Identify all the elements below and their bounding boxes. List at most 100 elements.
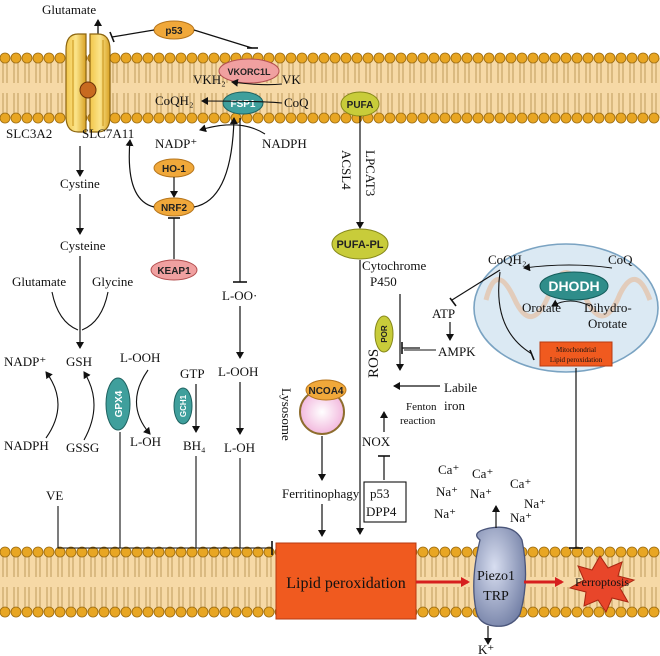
lipid-head <box>87 546 99 558</box>
lipid-head <box>450 52 462 64</box>
lipid-head <box>450 606 462 618</box>
slc-transporter <box>65 33 111 133</box>
piezo1-trp-channel <box>473 526 527 627</box>
lipid-head <box>142 606 154 618</box>
lipid-head <box>54 112 66 124</box>
lipid-head <box>0 606 11 618</box>
pufa-pl-pill <box>331 228 389 260</box>
label-l-ooh-left: L-OOH <box>120 350 160 365</box>
lipid-head <box>230 606 242 618</box>
lipid-head <box>637 606 649 618</box>
lipid-head <box>417 112 429 124</box>
lipid-head <box>461 112 473 124</box>
lipid-head <box>428 52 440 64</box>
lipid-head <box>626 546 638 558</box>
lipid-head <box>197 546 209 558</box>
lipid-head <box>197 112 209 124</box>
lipid-head <box>626 112 638 124</box>
lipid-head <box>582 606 594 618</box>
lipid-head <box>593 606 605 618</box>
label-gch1: GCH1 <box>179 394 188 417</box>
inhibit-p53-vkorc1l <box>193 29 253 49</box>
lipid-head <box>197 52 209 64</box>
lipid-head <box>483 52 495 64</box>
lipid-head <box>648 606 660 618</box>
lipid-head <box>593 112 605 124</box>
label-fenton: Fenton <box>406 401 437 413</box>
label-cytochrome: Cytochrome <box>362 258 426 273</box>
lipid-head <box>560 606 572 618</box>
label-p53-box: p53 <box>370 486 390 501</box>
label-glycine: Glycine <box>92 274 133 289</box>
lipid-head <box>153 112 165 124</box>
lipid-head <box>153 52 165 64</box>
label-piezo1: Piezo1 <box>477 569 515 584</box>
lipid-head <box>549 52 561 64</box>
lipid-head <box>461 546 473 558</box>
lipid-head <box>131 52 143 64</box>
label-lpcat3: LPCAT3 <box>363 150 378 196</box>
lipid-head <box>406 112 418 124</box>
label-mito-perox-1: Mitochondrial <box>556 346 596 354</box>
inhibit-p53-slc7a11 <box>111 29 155 38</box>
lipid-head <box>428 112 440 124</box>
lipid-head <box>439 546 451 558</box>
lipid-head <box>516 52 528 64</box>
lipid-head <box>175 52 187 64</box>
lipid-head <box>527 546 539 558</box>
lipid-head <box>98 546 110 558</box>
dhodh-pill <box>539 271 609 301</box>
lipid-head <box>428 606 440 618</box>
label-orotate2: Orotate <box>588 316 627 331</box>
label-ion-ca1: Ca⁺ <box>438 462 459 477</box>
lipid-head <box>648 52 660 64</box>
lipid-head <box>109 112 121 124</box>
lipid-head <box>87 606 99 618</box>
label-iron: iron <box>444 398 465 413</box>
lipid-head <box>417 52 429 64</box>
label-acsl4: ACSL4 <box>339 150 354 190</box>
lipid-head <box>417 546 429 558</box>
label-ferroptosis: Ferroptosis <box>575 575 629 589</box>
lipid-head <box>604 112 616 124</box>
lipid-head <box>0 112 11 124</box>
lipid-head <box>626 606 638 618</box>
label-pufa: PUFA <box>347 100 374 111</box>
lipid-head <box>615 546 627 558</box>
lipid-head <box>494 112 506 124</box>
gpx4-pill <box>105 377 131 431</box>
label-bh4: BH₄ <box>183 438 206 453</box>
lipid-head <box>109 52 121 64</box>
lipid-head <box>604 52 616 64</box>
label-nadph-gsh: NADPH <box>4 438 49 453</box>
lipid-head <box>120 546 132 558</box>
label-gssg: GSSG <box>66 440 99 455</box>
lipid-head <box>219 546 231 558</box>
label-ferritinophagy: Ferritinophagy <box>282 486 360 501</box>
label-ion-ca3: Ca⁺ <box>510 476 531 491</box>
lipid-head <box>164 606 176 618</box>
lipid-head <box>54 546 66 558</box>
lipid-head <box>164 546 176 558</box>
lipid-head <box>208 546 220 558</box>
lipid-head <box>527 606 539 618</box>
lipid-head <box>340 112 352 124</box>
lipid-head <box>615 52 627 64</box>
lipid-head <box>450 546 462 558</box>
lipid-head <box>406 52 418 64</box>
lipid-head <box>637 546 649 558</box>
label-l-oo: L-OO· <box>222 288 257 303</box>
lipid-head <box>186 606 198 618</box>
mito-lipid-perox-box <box>539 341 613 367</box>
lipid-head <box>21 112 33 124</box>
lipid-head <box>142 112 154 124</box>
lipid-head <box>582 546 594 558</box>
lipid-head <box>142 52 154 64</box>
label-nox: NOX <box>362 434 391 449</box>
lipid-head <box>373 112 385 124</box>
lipid-head <box>604 546 616 558</box>
lipid-head <box>252 606 264 618</box>
label-orotate: Orotate <box>522 300 561 315</box>
lipid-head <box>351 52 363 64</box>
label-lysosome: Lysosome <box>279 388 294 441</box>
